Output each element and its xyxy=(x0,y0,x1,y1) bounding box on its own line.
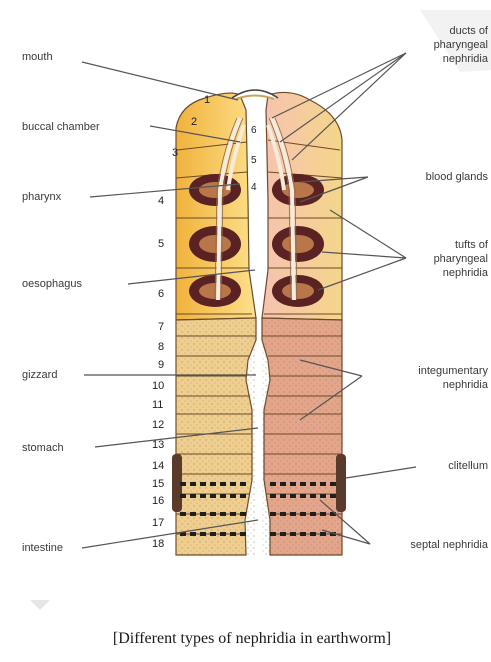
label-tufts-line3: nephridia xyxy=(443,267,489,279)
segment-number: 10 xyxy=(152,380,164,392)
segment-number: 8 xyxy=(158,341,164,353)
label-tufts-line2: pharyngeal xyxy=(434,253,488,265)
segment-number: 4 xyxy=(158,195,164,207)
segment-number: 2 xyxy=(191,116,197,128)
segment-number: 13 xyxy=(152,439,164,451)
mouth-opening xyxy=(232,90,278,98)
label-pharynx: pharynx xyxy=(22,191,62,203)
label-intestine: intestine xyxy=(22,542,63,554)
segment-number: 12 xyxy=(152,419,164,431)
segment-number: 7 xyxy=(158,321,164,333)
inner-segment-number: 5 xyxy=(251,155,257,166)
label-ducts-line2: pharyngeal xyxy=(434,39,488,51)
segment-number: 5 xyxy=(158,238,164,250)
segment-number: 6 xyxy=(158,288,164,300)
segment-number: 11 xyxy=(152,399,163,411)
background-marker xyxy=(30,600,50,610)
label-stomach: stomach xyxy=(22,442,64,454)
segment-number: 17 xyxy=(152,517,164,529)
label-mouth: mouth xyxy=(22,51,53,63)
segment-number: 18 xyxy=(152,538,164,550)
figure-caption: [Different types of nephridia in earthwo… xyxy=(113,630,391,647)
segment-number: 1 xyxy=(204,94,210,106)
label-tufts-line1: tufts of xyxy=(455,239,489,251)
segment-number: 15 xyxy=(152,478,164,490)
label-septal-nephridia: septal nephridia xyxy=(410,539,489,551)
blood-glands-right xyxy=(272,174,324,307)
label-clitellum: clitellum xyxy=(448,460,488,472)
label-integumentary-line1: integumentary xyxy=(418,365,488,377)
label-gizzard: gizzard xyxy=(22,369,57,381)
segment-number: 16 xyxy=(152,495,164,507)
label-buccal-chamber: buccal chamber xyxy=(22,121,100,133)
clitellum-band-right xyxy=(336,454,346,512)
segment-number: 9 xyxy=(158,359,164,371)
label-blood-glands: blood glands xyxy=(426,171,489,183)
segment-number: 3 xyxy=(172,147,178,159)
label-ducts-line3: nephridia xyxy=(443,53,489,65)
inner-segment-number: 6 xyxy=(251,125,257,136)
label-integumentary-line2: nephridia xyxy=(443,379,489,391)
segment-number: 14 xyxy=(152,460,164,472)
inner-segment-number: 4 xyxy=(251,182,257,193)
label-oesophagus: oesophagus xyxy=(22,278,82,290)
label-ducts-line1: ducts of xyxy=(449,25,488,37)
